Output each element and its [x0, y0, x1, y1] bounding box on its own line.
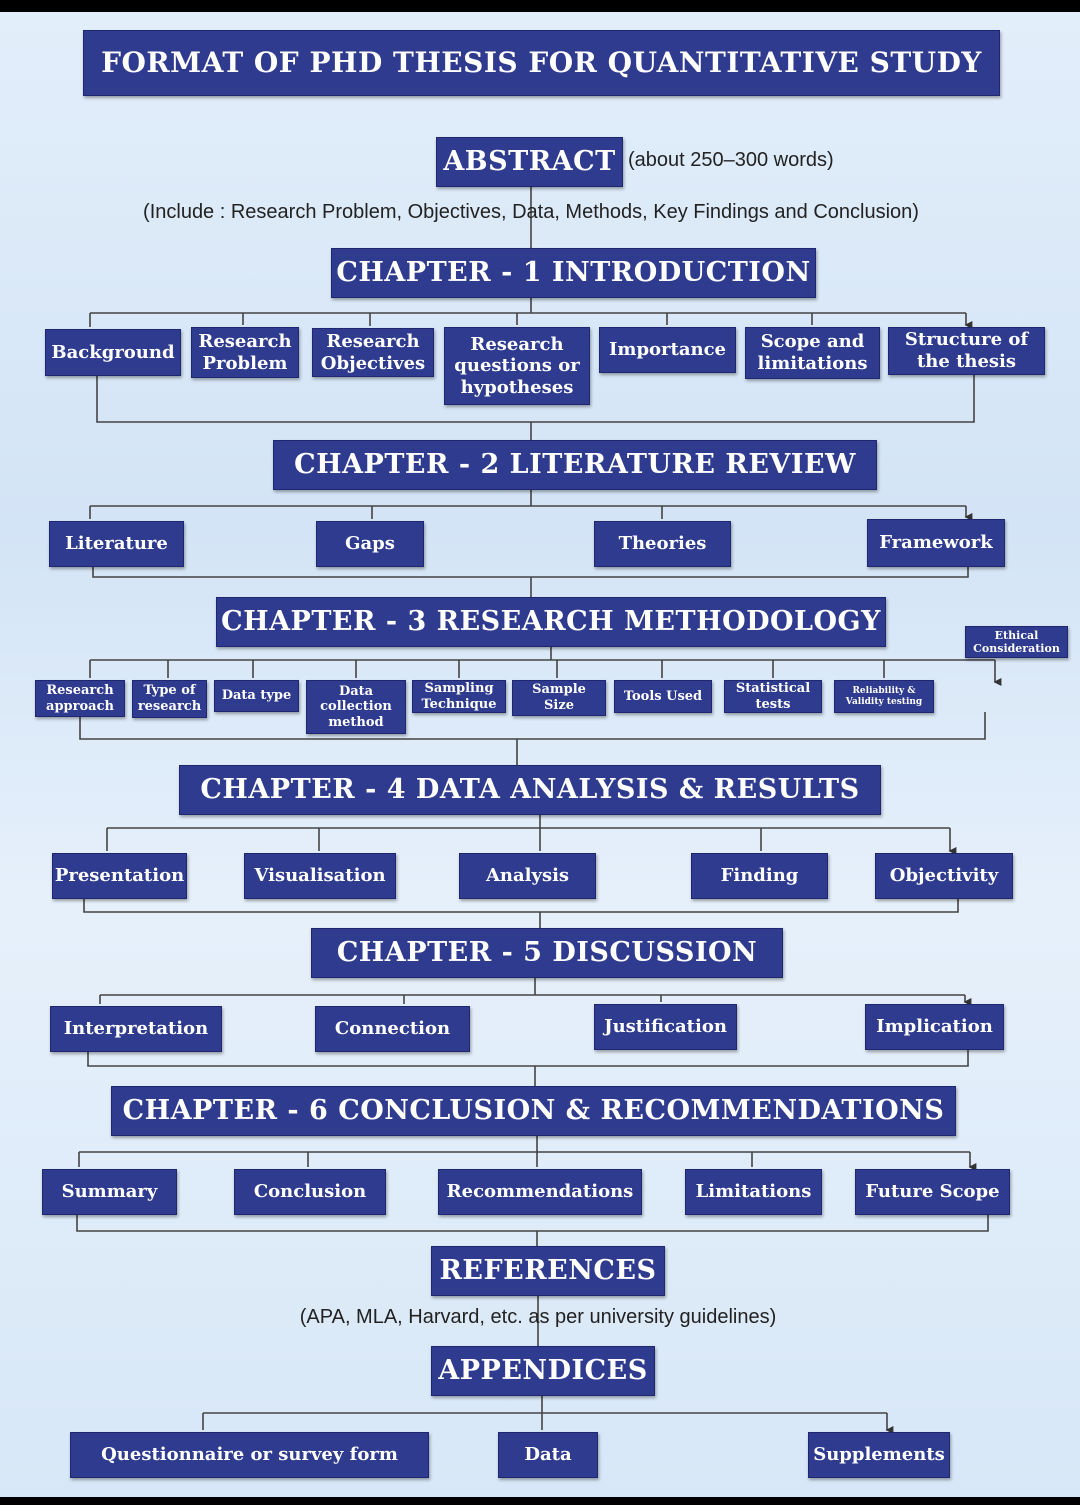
ch6-item: Conclusion — [234, 1169, 386, 1215]
chapter-2-box: CHAPTER - 2 LITERATURE REVIEW — [273, 440, 877, 490]
ch4-item: Analysis — [459, 853, 596, 899]
ch6-item: Recommendations — [438, 1169, 642, 1215]
ch2-item: Framework — [867, 519, 1005, 567]
ch1-item: Background — [45, 329, 181, 376]
ch4-item: Objectivity — [875, 853, 1013, 899]
ch5-item: Interpretation — [50, 1006, 222, 1052]
ch3-item: Tools Used — [614, 680, 712, 713]
references-note: (APA, MLA, Harvard, etc. as per universi… — [299, 1306, 777, 1328]
appendices-box: APPENDICES — [431, 1346, 655, 1396]
appendix-item: Data — [498, 1432, 598, 1478]
ch5-item: Connection — [315, 1006, 470, 1052]
chapter-5-box: CHAPTER - 5 DISCUSSION — [311, 928, 783, 978]
ch3-item: Type of research — [132, 680, 207, 718]
ch6-item: Future Scope — [855, 1169, 1010, 1215]
ch4-item: Presentation — [52, 853, 187, 899]
ch1-item: Scope and limitations — [745, 327, 880, 379]
chapter-6-box: CHAPTER - 6 CONCLUSION & RECOMMENDATIONS — [111, 1086, 956, 1136]
ch3-item: Statistical tests — [724, 680, 822, 713]
ch6-item: Limitations — [685, 1169, 822, 1215]
ch6-item: Summary — [42, 1169, 177, 1215]
ch2-item: Gaps — [316, 521, 424, 567]
page-title: FORMAT OF PHD THESIS FOR QUANTITATIVE ST… — [83, 30, 1000, 96]
bottom-bar — [0, 1497, 1080, 1505]
chapter-4-box: CHAPTER - 4 DATA ANALYSIS & RESULTS — [179, 765, 881, 815]
ch5-item: Implication — [865, 1004, 1004, 1050]
abstract-include-note: (Include : Research Problem, Objectives,… — [143, 201, 919, 223]
ch1-item: Research Problem — [191, 327, 299, 378]
ch5-item: Justification — [594, 1004, 737, 1050]
abstract-word-count: (about 250–300 words) — [628, 149, 834, 171]
chapter-3-box: CHAPTER - 3 RESEARCH METHODOLOGY — [216, 597, 886, 647]
chapter-1-box: CHAPTER - 1 INTRODUCTION — [331, 248, 816, 298]
abstract-box: ABSTRACT — [436, 137, 623, 187]
top-bar — [0, 0, 1080, 12]
ch3-item-ethical: Ethical Consideration — [965, 626, 1068, 658]
ch3-item: Sampling Technique — [412, 680, 506, 713]
ch1-item: Structure of the thesis — [888, 327, 1045, 375]
ch3-item: Research approach — [35, 680, 125, 717]
ch3-item: Data collection method — [306, 680, 406, 734]
ch2-item: Literature — [49, 521, 184, 567]
ch4-item: Finding — [691, 853, 828, 899]
appendix-item: Questionnaire or survey form — [70, 1432, 429, 1478]
ch3-item: Reliability & Validity testing — [834, 680, 934, 713]
ch2-item: Theories — [594, 521, 731, 567]
ch3-item: Data type — [214, 680, 299, 712]
appendix-item: Supplements — [808, 1432, 950, 1478]
references-box: REFERENCES — [431, 1246, 665, 1296]
ch1-item: Research questions or hypotheses — [444, 327, 590, 405]
ch3-item: Sample Size — [512, 680, 606, 716]
ch4-item: Visualisation — [244, 853, 396, 899]
ch1-item: Importance — [599, 327, 736, 373]
ch1-item: Research Objectives — [312, 328, 434, 377]
